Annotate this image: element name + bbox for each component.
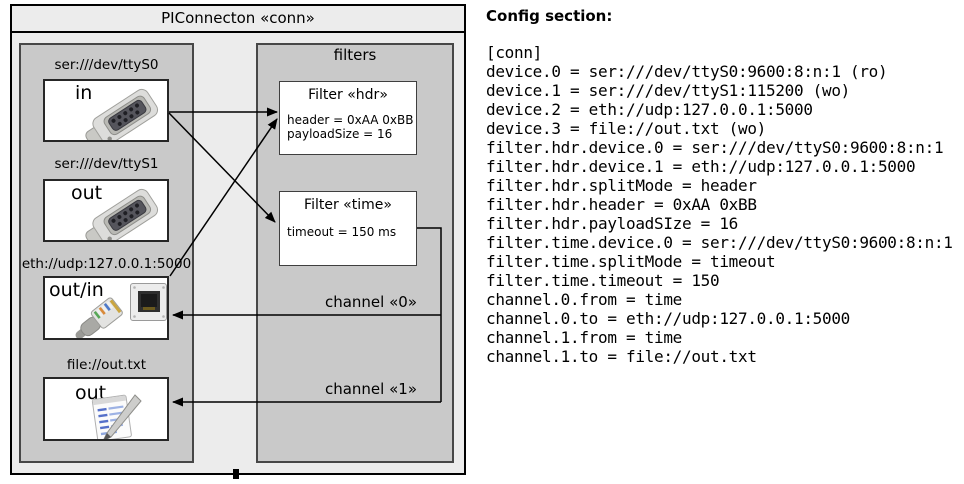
filter-hdr-header-property: header = 0xAA 0xBB <box>287 113 414 127</box>
config-line: filter.hdr.device.1 = eth://udp:127.0.0.… <box>486 157 916 176</box>
config-line: filter.hdr.device.0 = ser:///dev/ttyS0:9… <box>486 138 944 157</box>
device-node-ttyS0: in <box>43 79 169 142</box>
device-label-ttyS1: ser:///dev/ttyS1 <box>54 156 159 172</box>
config-line: device.2 = eth://udp:127.0.0.1:5000 <box>486 100 813 119</box>
config-section: Config section: [conn] device.0 = ser://… <box>486 7 953 366</box>
config-line: device.0 = ser:///dev/ttyS0:9600:8:n:1 (… <box>486 62 888 81</box>
config-line: device.3 = file://out.txt (wo) <box>486 119 766 138</box>
port-label: out <box>71 182 103 204</box>
device-label-file: file://out.txt <box>66 357 147 373</box>
filter-time-title: Filter «time» <box>304 197 392 213</box>
config-line: device.1 = ser:///dev/ttyS1:115200 (wo) <box>486 81 850 100</box>
config-line: filter.hdr.splitMode = header <box>486 176 757 195</box>
port-label: out/in <box>49 279 104 301</box>
filter-time-node: Filter «time» timeout = 150 ms <box>279 191 417 266</box>
serial-connector-icon <box>85 188 159 240</box>
ethernet-jack-icon <box>130 283 167 321</box>
serial-connector-icon <box>85 88 159 140</box>
config-line: filter.hdr.payloadSIze = 16 <box>486 214 738 233</box>
config-heading: Config section: <box>486 7 613 25</box>
device-node-ttyS1: out <box>43 179 169 242</box>
filter-time-properties: timeout = 150 ms <box>287 225 397 240</box>
channel-1-label: channel «1» <box>324 380 417 398</box>
filter-time-timeout-property: timeout = 150 ms <box>287 225 397 239</box>
filters-container-title: filters <box>333 46 377 64</box>
config-lines: [conn] device.0 = ser:///dev/ttyS0:9600:… <box>486 43 953 366</box>
config-line: channel.0.from = time <box>486 290 682 309</box>
device-node-udp: out/in <box>43 276 169 340</box>
diagram-title: PIConnecton «conn» <box>12 6 464 33</box>
channel-0-label: channel «0» <box>324 293 417 311</box>
filter-hdr-node: Filter «hdr» header = 0xAA 0xBB payloadS… <box>279 81 417 155</box>
config-line: filter.time.splitMode = timeout <box>486 252 776 271</box>
notepad-pencil-icon <box>91 394 142 439</box>
config-line: filter.hdr.header = 0xAA 0xBB <box>486 195 757 214</box>
config-line: channel.1.from = time <box>486 328 682 347</box>
device-label-udp: eth://udp:127.0.0.1:5000 <box>21 256 192 272</box>
device-node-file: out <box>43 377 169 441</box>
ethernet-plug-icon <box>75 297 123 338</box>
config-line: channel.1.to = file://out.txt <box>486 347 757 366</box>
filter-hdr-title: Filter «hdr» <box>308 87 388 103</box>
config-line: [conn] <box>486 43 542 62</box>
filter-hdr-properties: header = 0xAA 0xBB payloadSize = 16 <box>287 113 414 141</box>
config-line: filter.time.timeout = 150 <box>486 271 720 290</box>
device-label-ttyS0: ser:///dev/ttyS0 <box>54 57 159 73</box>
config-line: channel.0.to = eth://udp:127.0.0.1:5000 <box>486 309 850 328</box>
filter-hdr-payload-property: payloadSize = 16 <box>287 126 393 141</box>
config-line: filter.time.device.0 = ser:///dev/ttyS0:… <box>486 233 953 252</box>
port-label: in <box>75 82 93 104</box>
